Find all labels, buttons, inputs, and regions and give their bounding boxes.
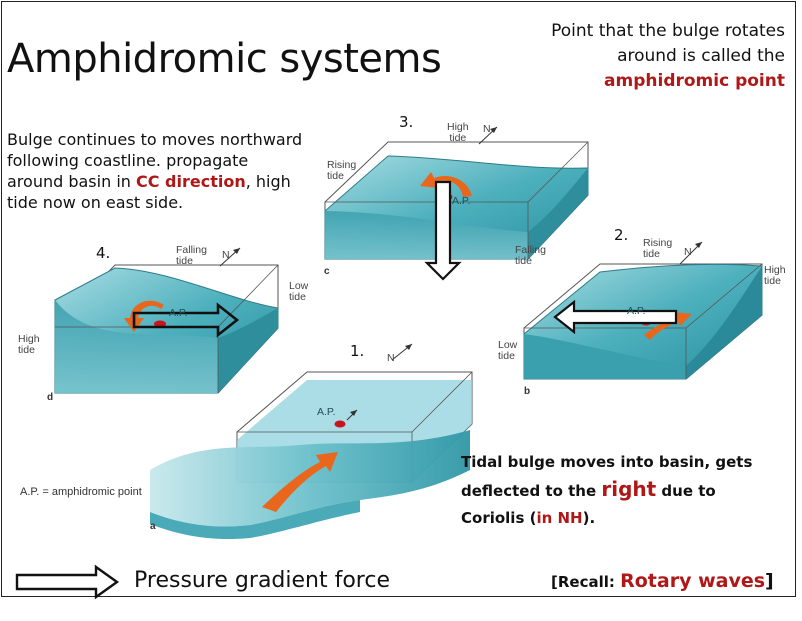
label-line: Falling (515, 244, 546, 256)
label-line: High (764, 264, 786, 276)
legend-arrow-icon (15, 564, 120, 600)
panel-2-basin (523, 241, 763, 380)
label-line: High (447, 121, 469, 133)
rotary-waves-text: Rotary waves (620, 570, 766, 592)
panel-1-north-label: N (387, 352, 395, 364)
label-line: Low (289, 280, 309, 292)
panel-1-ap-label: A.P. (317, 406, 336, 418)
left-note-line-3-post: , high (245, 172, 291, 191)
legend-label: Pressure gradient force (134, 568, 390, 593)
label-line: tide (18, 344, 35, 356)
label-line: Rising (327, 159, 357, 171)
bottom-note-line-3-pre: Coriolis ( (461, 509, 537, 527)
left-note-line-3: around basin in CC direction, high (7, 171, 302, 192)
panel-3-ap-label: A.P. (452, 195, 471, 207)
definition-highlight: amphidromic point (604, 71, 785, 91)
panel-4-number: 4. (96, 244, 111, 262)
label-line: Falling (176, 244, 207, 256)
bottom-note-line-2: deflected to the right due to (461, 476, 752, 505)
panel-1-basin (150, 343, 473, 540)
label-line: High (18, 333, 40, 345)
bottom-note-line-1: Tidal bulge moves into basin, gets (461, 453, 753, 471)
right-text: right (601, 477, 657, 501)
cc-direction-text: CC direction (135, 172, 246, 191)
slide-title: Amphidromic systems (7, 36, 442, 82)
recall-post: ] (765, 570, 774, 592)
definition-line-2: around is called the (617, 46, 785, 66)
amphidromic-point-definition: Point that the bulge rotates around is c… (539, 19, 785, 94)
panel-2-north-label: N (684, 246, 692, 258)
label-line: tide (327, 170, 344, 182)
label-line: tide (289, 291, 306, 303)
panel-4-ap-label: A.P. (169, 307, 188, 319)
bottom-note-line-3-post: ). (582, 509, 596, 527)
bottom-right-note: Tidal bulge moves into basin, gets defle… (461, 449, 752, 532)
label-line: tide (643, 248, 660, 260)
panel-1-letter: a (150, 521, 156, 532)
panel-1-number: 1. (350, 342, 365, 360)
label-line: Rising (643, 237, 673, 249)
bottom-note-line-2-pre: deflected to the (461, 482, 602, 500)
label-line: tide (498, 350, 515, 362)
left-note-line-4: tide now on east side. (7, 193, 184, 212)
panel-4-letter: d (47, 392, 54, 403)
panel-2-number: 2. (614, 226, 629, 244)
panel-2-letter: b (524, 386, 531, 397)
label-line: Low (498, 339, 518, 351)
panel-3-number: 3. (399, 113, 414, 131)
panel-4-north-label: N (222, 249, 230, 261)
slide-frame (1, 1, 796, 597)
in-nh-text: in NH (536, 509, 583, 527)
definition-line-1: Point that the bulge rotates (551, 21, 785, 41)
bottom-note-line-3: Coriolis (in NH). (461, 505, 752, 532)
panel-3-north-label: N (483, 123, 491, 135)
ap-caption: A.P. = amphidromic point (20, 486, 142, 498)
label-line: tide (515, 255, 532, 267)
label-line: tide (176, 255, 193, 267)
panel-3-basin (324, 126, 589, 281)
panel-2-ap-label: A.P. (627, 305, 646, 317)
label-line: tide (449, 132, 467, 144)
label-line: tide (764, 275, 781, 287)
left-note-line-1: Bulge continues to moves northward (7, 130, 303, 149)
panel-3-letter: c (324, 266, 330, 277)
left-note-line-3-pre: around basin in (7, 172, 136, 191)
left-note: Bulge continues to moves northward follo… (7, 129, 302, 213)
bottom-note-line-2-post: due to (656, 482, 716, 500)
recall-pre: [Recall: (551, 573, 621, 591)
recall-note: [Recall: Rotary waves] (551, 570, 774, 592)
left-note-line-2: following coastline. propagate (7, 151, 249, 170)
panel-4-basin (54, 247, 279, 394)
